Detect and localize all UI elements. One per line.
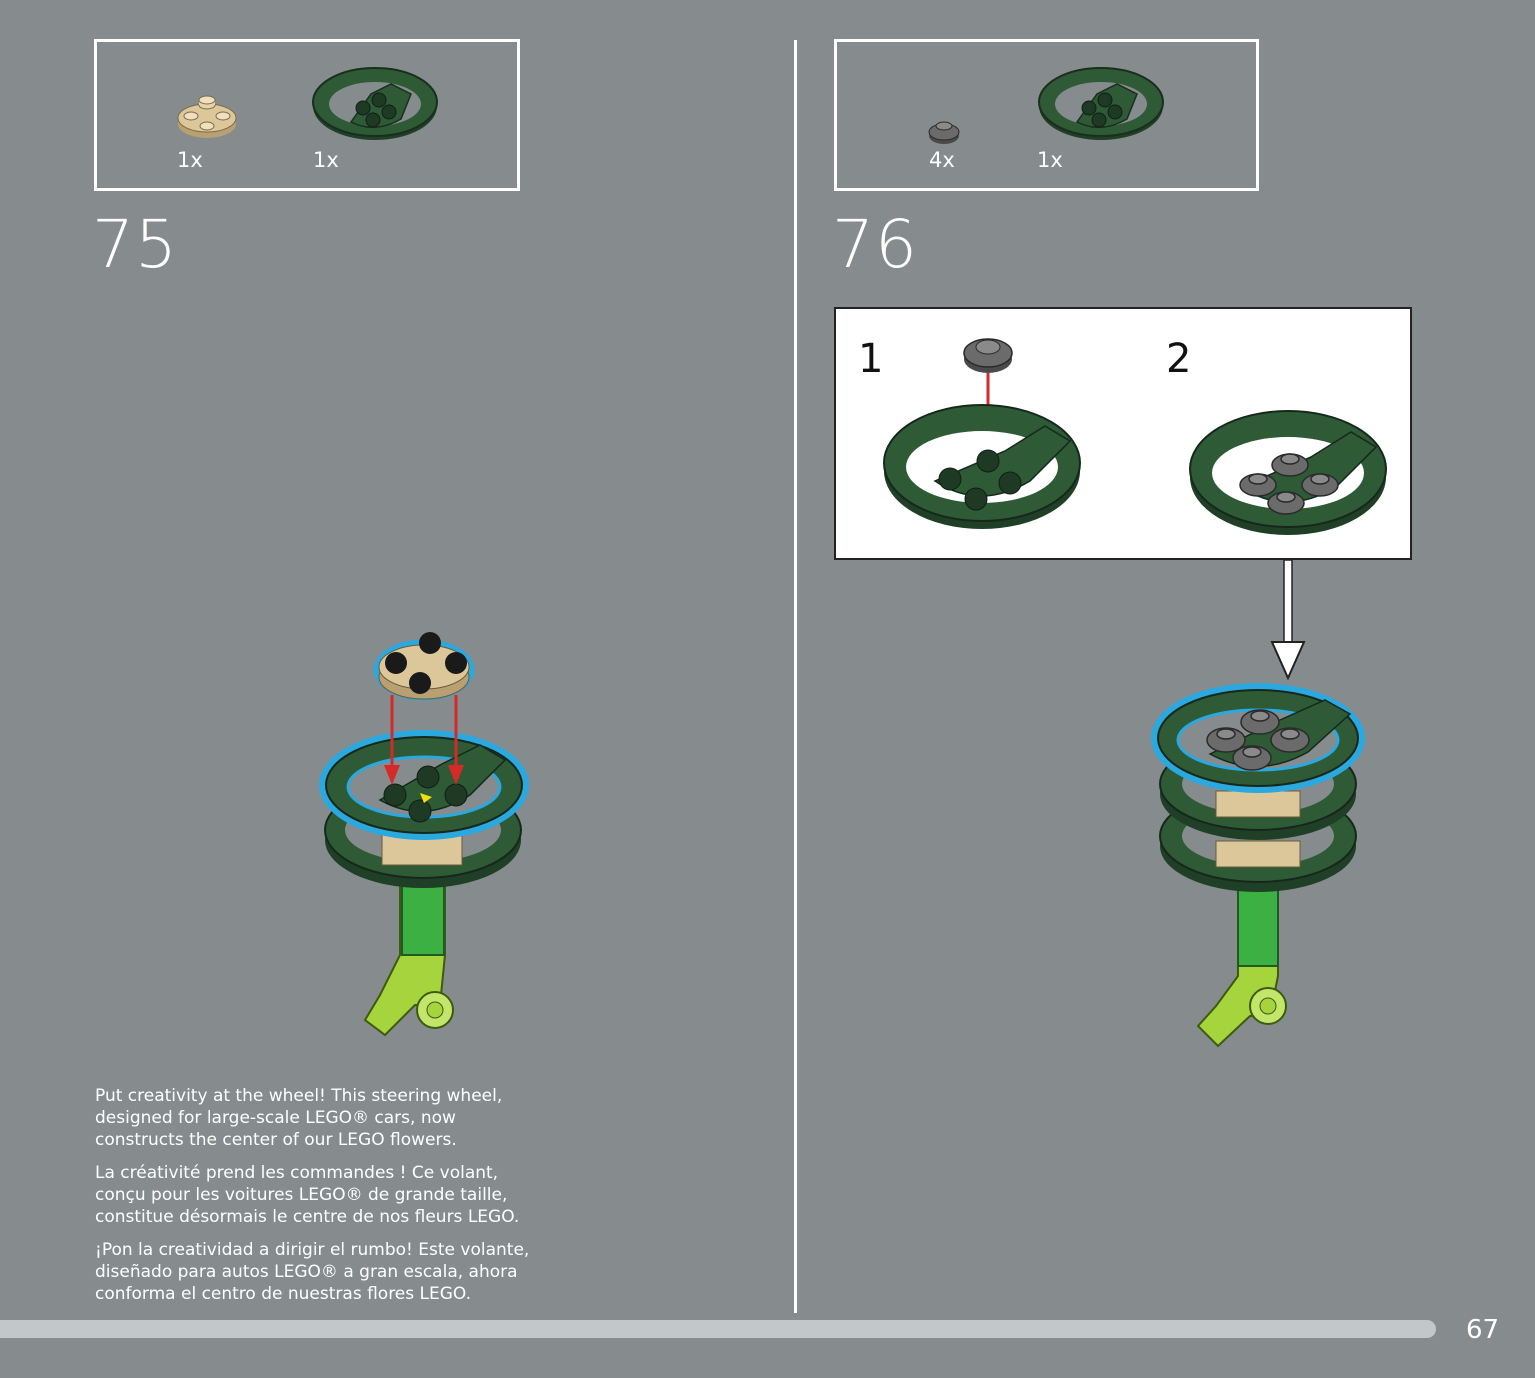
parts-callout-step-76: 4x 1x <box>834 39 1259 191</box>
steering-wheel-icon <box>1038 67 1164 140</box>
grey-round-plate-icon <box>928 121 960 144</box>
description-french: La créativité prend les commandes ! Ce v… <box>95 1163 520 1227</box>
substep-1-illustration <box>883 338 1081 529</box>
footer-progress-bar <box>0 1320 1436 1338</box>
step-76-model-illustration <box>1151 683 1365 1048</box>
step-number-76: 76 <box>832 206 918 283</box>
description-spanish: ¡Pon la creatividad a dirigir el rumbo! … <box>95 1240 530 1304</box>
part-qty-tan-plate: 1x <box>177 148 203 172</box>
substep-number-2: 2 <box>1166 336 1192 382</box>
part-qty-steering-wheel: 1x <box>313 148 339 172</box>
part-qty-grey-plate: 4x <box>929 148 955 172</box>
part-qty-steering-wheel: 1x <box>1037 148 1063 172</box>
step-75-model-illustration <box>319 632 529 1037</box>
substep-2-illustration <box>1189 410 1387 535</box>
parts-callout-step-75: 1x 1x <box>94 39 520 191</box>
page-number: 67 <box>1466 1315 1500 1345</box>
assembly-arrow-icon <box>1270 559 1306 681</box>
page-divider <box>794 40 797 1313</box>
steering-wheel-icon <box>312 67 438 140</box>
step-number-75: 75 <box>92 206 178 283</box>
tan-round-plate-icon <box>177 95 237 138</box>
sub-assembly-box: 1 2 <box>834 307 1412 560</box>
description-english: Put creativity at the wheel! This steeri… <box>95 1086 503 1150</box>
substep-number-1: 1 <box>858 336 884 382</box>
